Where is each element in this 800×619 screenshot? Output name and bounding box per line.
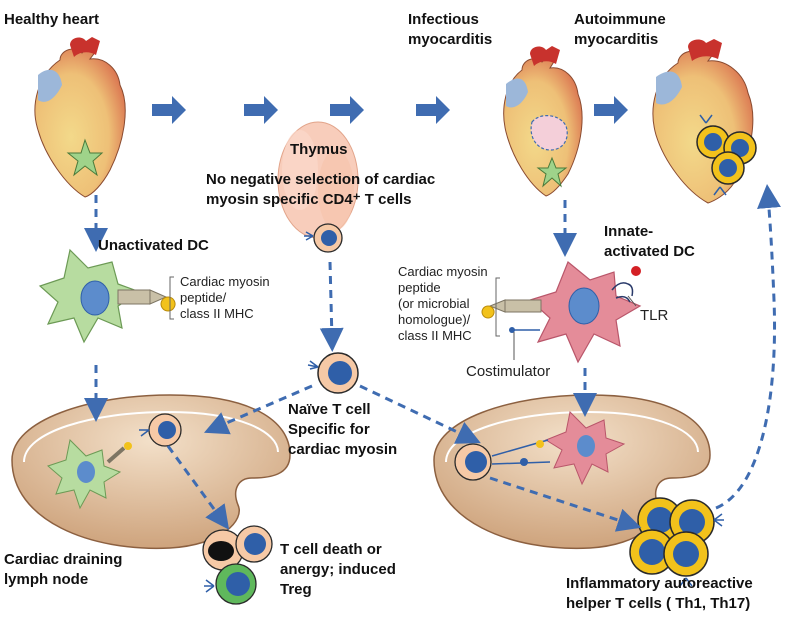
infectious-label-line2: myocarditis xyxy=(408,31,492,48)
dashed-flow-arrows xyxy=(84,184,781,532)
cm-peptide-left-line1: Cardiac myosin xyxy=(180,274,270,289)
block-arrow-5 xyxy=(594,96,628,124)
naive-t-cell-line3: cardiac myosin xyxy=(288,441,397,458)
innate-activated-dc-icon xyxy=(481,261,642,364)
arrow-thymus-to-naive xyxy=(319,261,344,352)
thymus-label: Thymus xyxy=(290,141,348,158)
t-cell-death-line2: anergy; induced xyxy=(280,561,396,578)
cm-peptide-left-line2: peptide/ xyxy=(180,290,227,305)
block-arrow-1 xyxy=(152,96,186,124)
cardiac-draining-line2: lymph node xyxy=(4,571,88,588)
block-arrow-3 xyxy=(330,96,364,124)
naive-t-cell-line2: Specific for xyxy=(288,421,370,438)
cardiac-draining-line1: Cardiac draining xyxy=(4,551,122,568)
cm-peptide-right-line2: peptide xyxy=(398,280,441,295)
arrow-naive-to-right-node xyxy=(359,384,481,444)
t-cell-death-line3: Treg xyxy=(280,581,312,598)
autoimmune-heart-icon xyxy=(652,39,757,204)
t-cell-death-line1: T cell death or xyxy=(280,541,382,558)
arrow-right-node-to-effectors xyxy=(489,476,642,532)
naive-t-cell-icon xyxy=(307,352,359,394)
tlr-label: TLR xyxy=(640,307,669,324)
innate-label-line2: activated DC xyxy=(604,243,695,260)
cm-peptide-left-line3: class II MHC xyxy=(180,306,254,321)
inflammatory-t-cells-icon xyxy=(622,497,724,587)
autoimmune-label-line2: myocarditis xyxy=(574,31,658,48)
left-lymph-node-icon xyxy=(11,394,291,550)
block-arrow-2 xyxy=(244,96,278,124)
infectious-label-line1: Infectious xyxy=(408,11,479,28)
cm-peptide-right-line4: homologue)/ xyxy=(398,312,471,327)
inflammatory-line2: helper T cells ( Th1, Th17) xyxy=(566,595,750,612)
costimulator-label: Costimulator xyxy=(466,363,550,380)
top-flow-arrows xyxy=(152,96,628,124)
arrow-left-node-to-fates xyxy=(166,445,230,530)
cm-peptide-right-line1: Cardiac myosin xyxy=(398,264,488,279)
thymus-icon xyxy=(277,121,359,253)
naive-t-cell-line1: Naïve T cell xyxy=(288,401,371,418)
no-negative-selection-line2: myosin specific CD4⁺ T cells xyxy=(206,191,412,208)
no-negative-selection-line1: No negative selection of cardiac xyxy=(206,171,435,188)
block-arrow-4 xyxy=(416,96,450,124)
autoimmune-label-line1: Autoimmune xyxy=(574,11,666,28)
t-cell-death-icon xyxy=(202,525,273,605)
inflammatory-line1: Inflammatory autoreactive xyxy=(566,575,753,592)
healthy-heart-label: Healthy heart xyxy=(4,11,99,28)
unactivated-dc-label: Unactivated DC xyxy=(98,237,209,254)
cm-peptide-right-line3: (or microbial xyxy=(398,296,470,311)
unactivated-dc-icon xyxy=(38,248,176,344)
cm-peptide-right-line5: class II MHC xyxy=(398,328,472,343)
arrow-naive-to-left-node xyxy=(203,384,313,435)
infectious-heart-icon xyxy=(503,46,583,197)
arrow-effectors-to-autoimmune-heart xyxy=(715,184,781,510)
innate-label-line1: Innate- xyxy=(604,223,653,240)
healthy-heart-icon xyxy=(34,37,126,198)
